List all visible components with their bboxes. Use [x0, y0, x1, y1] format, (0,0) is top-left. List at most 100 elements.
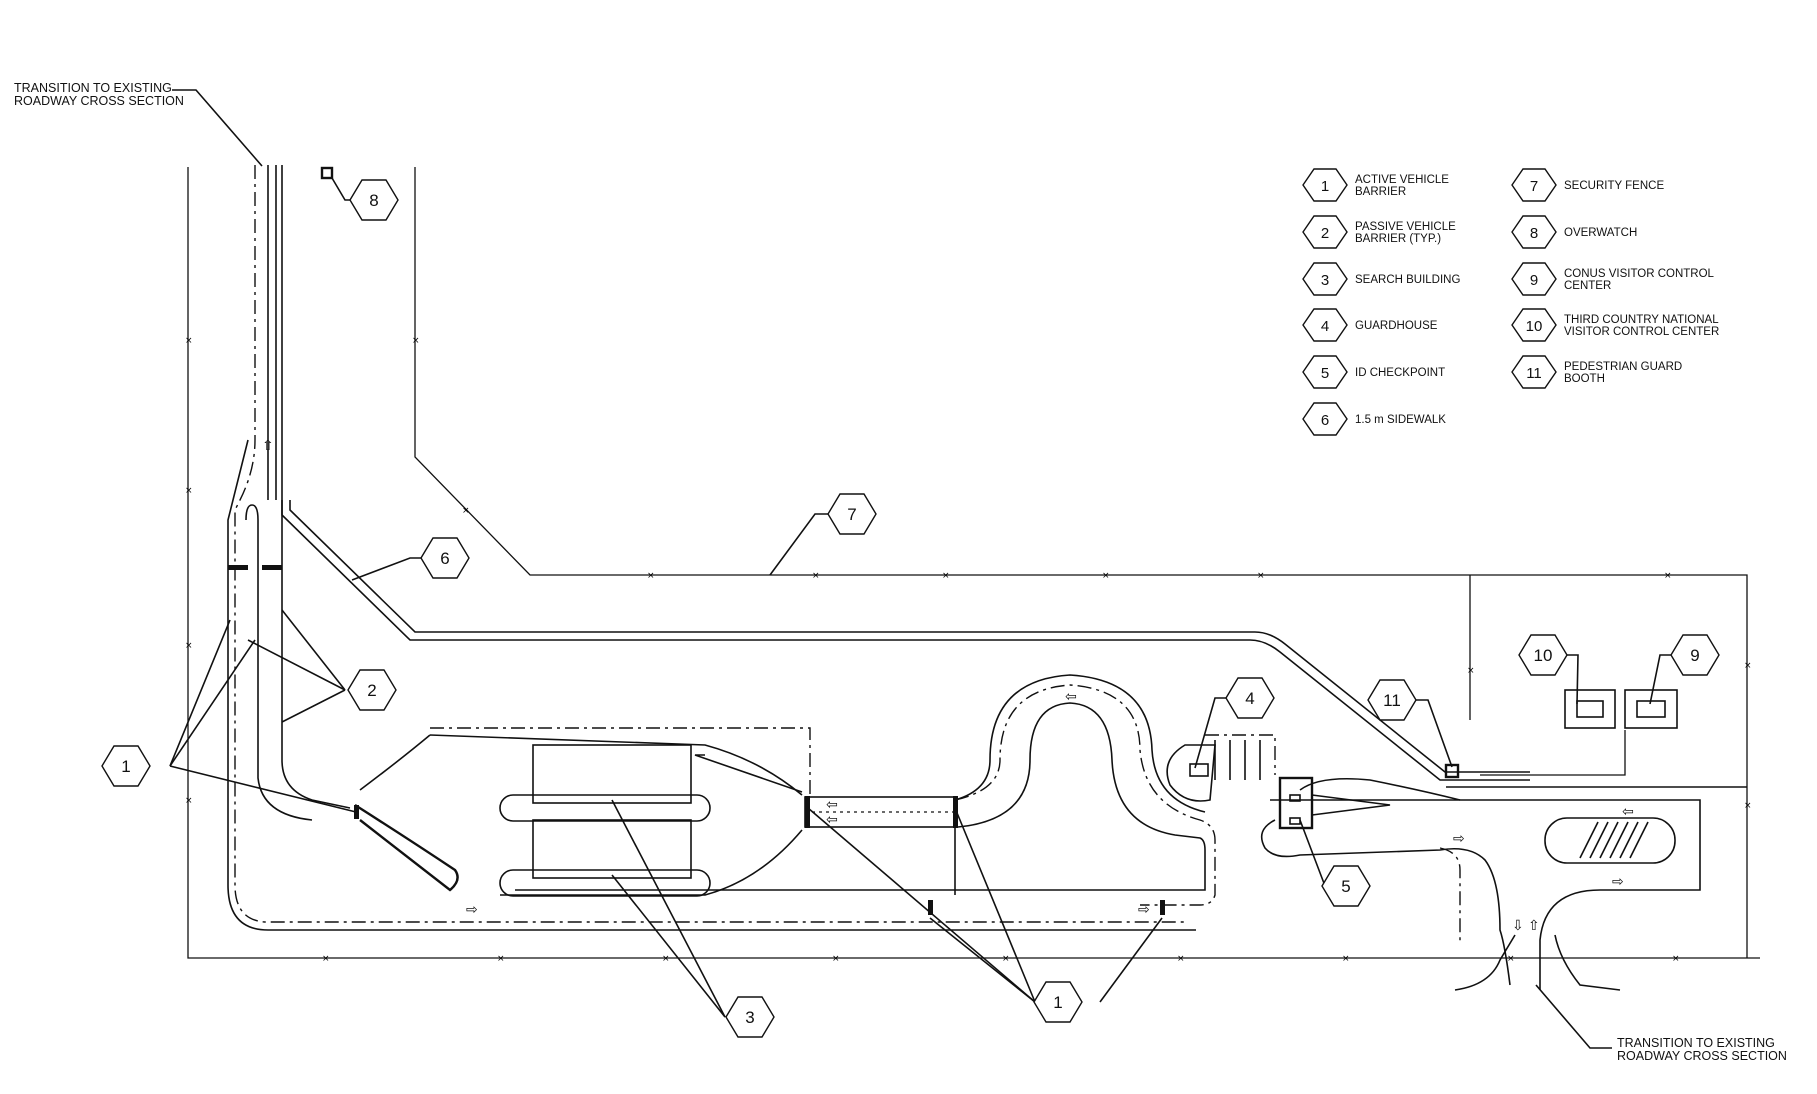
- overwatch-tower: [320, 166, 334, 180]
- callout-tag-hexagon: [420, 537, 470, 579]
- leader-4: [1194, 697, 1228, 769]
- legend-tag: 7: [1511, 168, 1557, 202]
- legend-tag-hexagon: [1302, 355, 1348, 389]
- fence-post-marker: ×: [185, 796, 193, 806]
- fence-post-marker: ×: [1467, 666, 1475, 676]
- fence-post-marker: ×: [1744, 661, 1752, 671]
- leader-6: [351, 557, 422, 581]
- legend-label: SECURITY FENCE: [1564, 180, 1664, 192]
- tcn-vcc-outer: [1564, 689, 1616, 729]
- leader-7: [769, 513, 830, 576]
- active-barrier-g: [1160, 900, 1165, 915]
- leader-1e: [954, 807, 1036, 1003]
- fence-post-marker: ×: [1257, 571, 1265, 581]
- lane-arrows: ⇨ ⇦ ⇦ ⇦ ⇨ ⇨ ⇦ ⇨ ⇩ ⇧ ⇧: [262, 438, 1634, 934]
- fence-post-marker: ×: [1672, 954, 1680, 964]
- fence-post-marker: ×: [662, 954, 670, 964]
- callout-tag-number: 10: [1534, 646, 1553, 665]
- legend-item: 3 SEARCH BUILDING: [1302, 262, 1460, 296]
- leader-1d: [807, 807, 1036, 1003]
- note-top-left-line1: TRANSITION TO EXISTING: [14, 81, 172, 95]
- legend-tag: 8: [1511, 215, 1557, 249]
- arrow-icon: ⇨: [1453, 831, 1465, 847]
- sidewalk: [281, 500, 1530, 781]
- callout-tag-number: 9: [1690, 646, 1699, 665]
- callout-tag-hexagon: [1367, 679, 1417, 721]
- legend-tag: 6: [1302, 402, 1348, 436]
- tcn-vcc-inner: [1576, 700, 1604, 718]
- legend-label: CONUS VISITOR CONTROL: [1564, 268, 1715, 280]
- leader-9: [1649, 654, 1672, 705]
- legend-label: OVERWATCH: [1564, 227, 1637, 239]
- id-checkpoint-booth-b: [1289, 817, 1301, 825]
- fence-post-marker: ×: [185, 336, 193, 346]
- arrow-icon: ⇧: [262, 438, 274, 454]
- upper-lane-edge: [694, 754, 803, 793]
- fence-post-marker: ×: [185, 641, 193, 651]
- fence-post-marker: ×: [497, 954, 505, 964]
- active-barrier-a: [228, 565, 248, 570]
- callout-tag: 7: [827, 493, 877, 535]
- legend-tag-number: 11: [1526, 365, 1542, 382]
- legend-tag-hexagon: [1511, 215, 1557, 249]
- legend-tag: 1: [1302, 168, 1348, 202]
- callout-tag: 5: [1321, 865, 1371, 907]
- leader-10: [1565, 654, 1579, 705]
- turnaround-island: [1544, 817, 1676, 864]
- leader-1b: [169, 639, 256, 767]
- legend-tag: 4: [1302, 308, 1348, 342]
- callout-tag: 10: [1518, 634, 1568, 676]
- legend-tag: 11: [1511, 355, 1557, 389]
- callout-tag-hexagon: [1518, 634, 1568, 676]
- search-building-lower: [532, 819, 692, 879]
- upper-lane-top: [429, 734, 803, 796]
- fence-post-marker: ×: [185, 486, 193, 496]
- fence-post-marker: ×: [832, 954, 840, 964]
- arrow-icon: ⇦: [1065, 689, 1077, 705]
- leader-1c: [169, 765, 357, 813]
- note-top-left: TRANSITION TO EXISTING ROADWAY CROSS SEC…: [14, 81, 263, 167]
- turnaround-road: [1260, 819, 1511, 986]
- conus-vcc-outer: [1624, 689, 1678, 729]
- fence-post-marker: ×: [412, 336, 420, 346]
- callout-tag-hexagon: [349, 179, 399, 221]
- legend-tag-number: 2: [1321, 225, 1329, 242]
- note-top-left-leader: [172, 89, 263, 167]
- upper-entry-curve: [359, 734, 431, 791]
- legend-tag: 9: [1511, 262, 1557, 296]
- active-barrier-f: [928, 900, 933, 915]
- legend-tag-hexagon: [1302, 402, 1348, 436]
- callout-tag-number: 1: [121, 757, 130, 776]
- legend-tag: 3: [1302, 262, 1348, 296]
- fence-post-marker: ×: [812, 571, 820, 581]
- legend-tag-number: 6: [1321, 412, 1329, 429]
- callout-tag-number: 5: [1341, 877, 1350, 896]
- callout-tag-number: 6: [440, 549, 449, 568]
- fence-west-south: [187, 167, 1760, 959]
- legend-tag-hexagon: [1302, 215, 1348, 249]
- callout-tag-number: 2: [367, 681, 376, 700]
- legend-tag-number: 1: [1321, 178, 1329, 195]
- active-barrier-d: [805, 796, 810, 828]
- fence-post-marker: ×: [1342, 954, 1350, 964]
- fence-post-marker: ×: [462, 506, 470, 516]
- callout-tag: 8: [349, 179, 399, 221]
- callout-tag-number: 3: [745, 1008, 754, 1027]
- callout-tag-hexagon: [347, 669, 397, 711]
- id-checkpoint-area: [1260, 776, 1701, 991]
- legend-label: THIRD COUNTRY NATIONAL: [1564, 314, 1719, 326]
- callout-tag: 9: [1670, 634, 1720, 676]
- legend-item: 8 OVERWATCH: [1511, 215, 1637, 249]
- legend-tag-hexagon: [1511, 168, 1557, 202]
- legend-label: SEARCH BUILDING: [1355, 274, 1460, 286]
- entry-roadway: [227, 165, 1196, 931]
- leader-11: [1415, 699, 1453, 768]
- legend-label: GUARDHOUSE: [1355, 320, 1438, 332]
- legend-tag-hexagon: [1511, 262, 1557, 296]
- callout-tag: 2: [347, 669, 397, 711]
- fence-post-marker: ×: [322, 954, 330, 964]
- legend-tag: 10: [1511, 308, 1557, 342]
- leader-3a: [611, 799, 726, 1018]
- road-outer-edge: [227, 439, 1196, 931]
